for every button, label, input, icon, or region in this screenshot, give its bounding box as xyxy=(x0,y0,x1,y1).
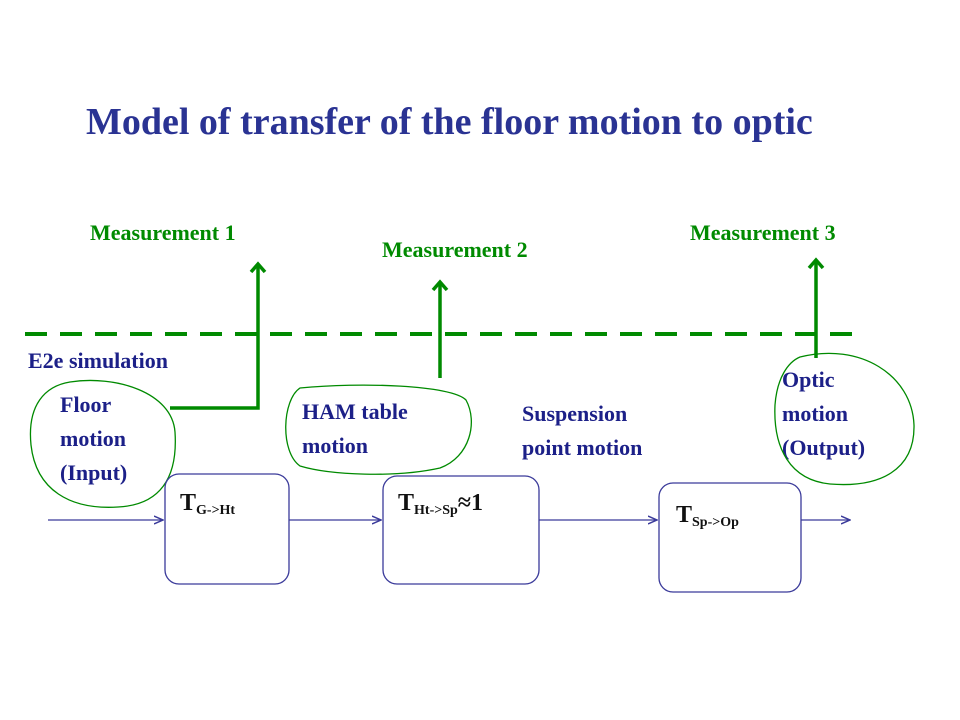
optic-motion-circle xyxy=(774,352,915,486)
transfer-box-ht-sp xyxy=(382,475,540,585)
ham-motion-circle xyxy=(285,384,472,475)
suspension-point-motion-label: Suspension point motion xyxy=(522,401,643,460)
measurement-3-label: Measurement 3 xyxy=(690,220,836,245)
diagram-title: Model of transfer of the floor motion to… xyxy=(86,101,813,143)
optic-motion-label: Optic motion (Output) xyxy=(782,367,866,460)
ham-table-motion-label: HAM table motion xyxy=(302,399,408,458)
transfer-box-sp-op xyxy=(658,482,802,593)
floor-motion-label: Floor motion (Input) xyxy=(60,392,128,485)
transfer-function-ht-sp: THt->Sp≈1 xyxy=(398,490,483,518)
floor-motion-circle xyxy=(29,379,176,508)
measurement-1-arrow xyxy=(170,261,267,410)
measurement-1-label: Measurement 1 xyxy=(90,220,236,245)
transfer-box-g-ht xyxy=(164,473,290,585)
transfer-function-sp-op: TSp->Op xyxy=(676,502,739,530)
measurement-2-label: Measurement 2 xyxy=(382,237,528,262)
e2e-simulation-label: E2e simulation xyxy=(28,348,168,373)
transfer-function-g-ht: TG->Ht xyxy=(180,490,236,518)
